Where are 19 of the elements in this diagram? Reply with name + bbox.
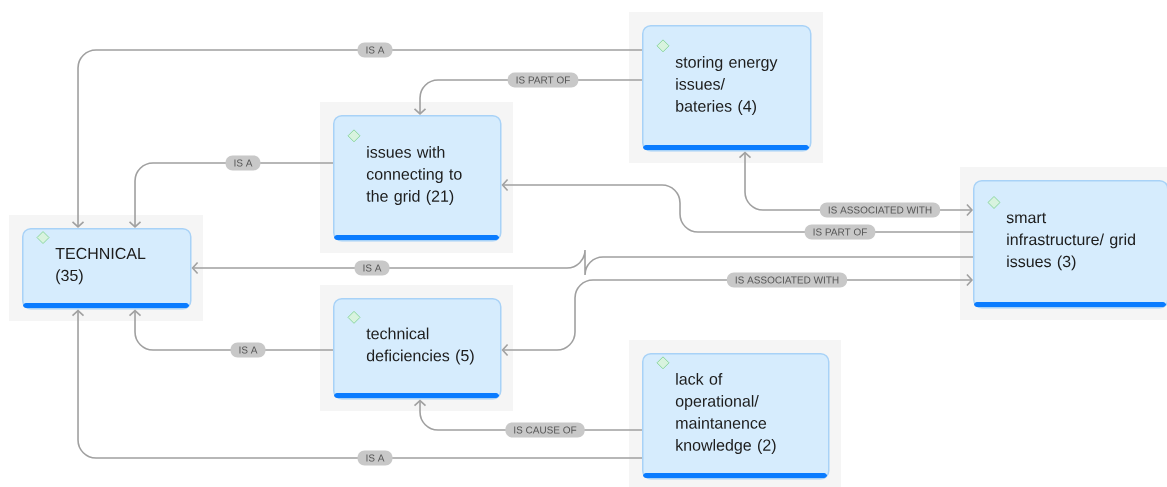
edge-label: IS PART OF (507, 72, 579, 88)
edge-label: IS ASSOCIATED WITH (819, 202, 941, 218)
arrow (191, 249, 974, 276)
edge-label: IS PART OF (804, 224, 876, 240)
concept-label: TECHNICAL (35) (55, 247, 146, 285)
edge-label: IS A (354, 260, 390, 276)
edge-label: IS A (357, 42, 393, 58)
arrow (71, 309, 643, 459)
edge-label: IS A (357, 450, 393, 466)
concept-label: storing energy issues/ bateries (4) (675, 56, 778, 115)
concept-label: technical deficiencies (5) (366, 327, 474, 365)
edge-label: IS A (225, 155, 261, 171)
edge-label: IS ASSOCIATED WITH (726, 272, 848, 288)
arrow (71, 49, 643, 228)
edge-label: IS A (230, 342, 266, 358)
concept-label: lack of operational/ maintanence knowledge (2) (675, 373, 776, 454)
edge-label: IS CAUSE OF (505, 422, 585, 438)
concept-label: smart infrastructure/ grid issues (3) (1006, 212, 1135, 271)
concept-label: issues with connecting to the grid (21) (366, 146, 462, 205)
